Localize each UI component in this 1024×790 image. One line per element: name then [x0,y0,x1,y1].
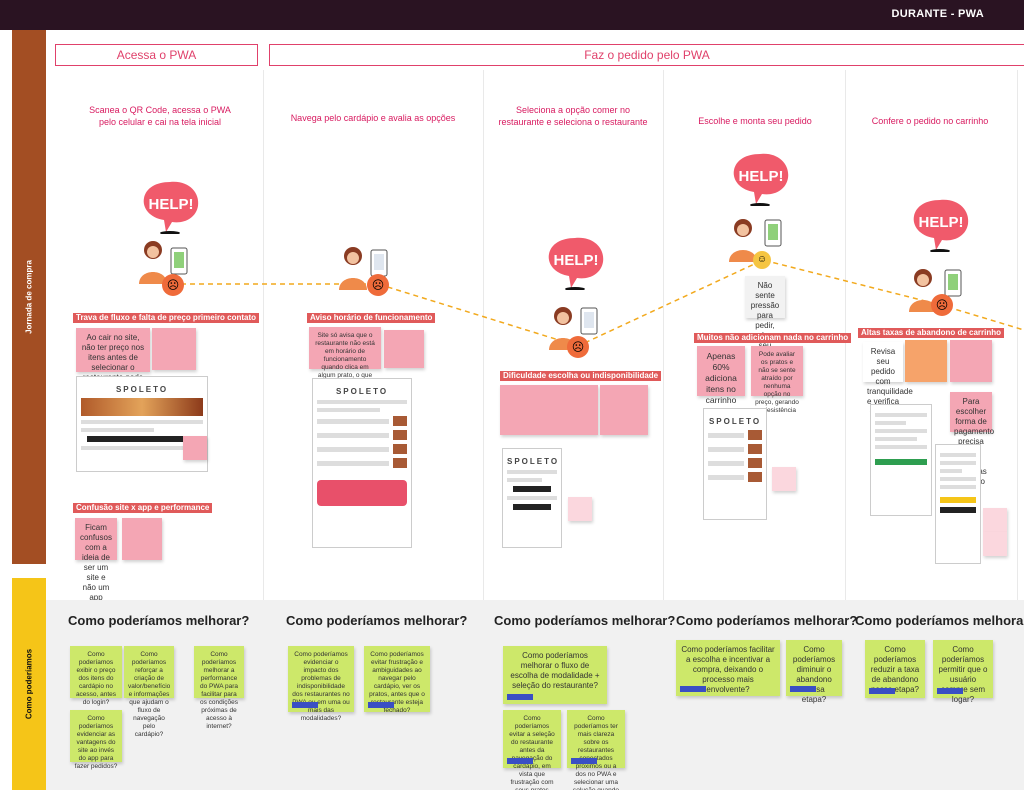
help-bubble-icon: HELP! [143,181,199,234]
column-divider [845,70,846,790]
pain-note-blurred [600,385,648,435]
pain-note-blurred [905,340,947,382]
pain-point-label: Altas taxas de abandono de carrinho [858,328,1005,338]
stage-access: Acessa o PWA [55,44,258,66]
emotion-sad-icon: ☹ [367,274,389,296]
step-title-3: Seleciona a opção comer no restaurante e… [498,105,648,127]
app-logo: SPOLETO [335,387,389,396]
persona-icon [139,241,188,284]
section-title: Como poderíamos melhorar? [68,613,250,628]
pain-point-label: Trava de fluxo e falta de preço primeiro… [73,313,260,323]
positive-note: Revisa seu pedido com tranquilidade e ve… [863,342,913,426]
persona-icon [339,247,388,290]
help-bubble-icon: HELP! [548,237,604,290]
pain-point-label: Muitos não adicionam nada no carrinho [694,333,852,343]
pain-note-blurred [152,328,196,370]
section-title: Como poderíamos melhorar? [855,613,1024,628]
help-text: HELP! [554,252,599,269]
app-logo: SPOLETO [708,417,762,426]
section-title: Como poderíamos melhorar? [676,613,858,628]
emotion-sad-icon: ☹ [162,274,184,296]
hmw-note: Como poderíamos evitar a seleção do rest… [503,710,561,790]
pain-point-label: Aviso horário de funcionamento [307,313,436,323]
persona-icon [729,219,782,262]
pain-note-small [983,508,1007,532]
emotion-sad-icon: ☹ [931,294,953,316]
emotion-neutral-icon: ☺ [753,251,771,269]
pain-point-label: Dificuldade escolha ou indisponibilidade [500,371,662,381]
hmw-note: Como poderíamos ter mais clareza sobre o… [567,710,625,790]
stage-order: Faz o pedido pelo PWA [269,44,1024,66]
column-divider [483,70,484,790]
section-title: Como poderíamos melhorar? [494,613,676,628]
phase-title: DURANTE - PWA [891,8,984,20]
help-text: HELP! [149,196,194,213]
positive-note: Não sente pressão para pedir, pode no se… [745,276,785,360]
pain-note-small [568,497,592,521]
step-title-1: Scanea o QR Code, acessa o PWA pelo celu… [89,105,231,127]
hmw-note: Como poderíamos melhorar a performance d… [194,646,244,730]
hmw-note: Como poderíamos evitar frustração e ambi… [364,646,430,714]
help-text: HELP! [739,168,784,185]
pain-note-blurred [950,340,992,382]
app-logo: SPOLETO [115,385,169,394]
pain-note-small [983,532,1007,556]
app-screenshot: SPOLETO [502,448,562,548]
pain-note-blurred [384,330,424,368]
row-label-improve-text: Como poderíamos [24,648,34,720]
pain-note: Para escolher forma de pagamento precisa… [950,392,994,486]
hmw-note: Como poderíamos melhorar o fluxo de esco… [503,646,607,704]
persona-icon [909,269,962,312]
app-logo: SPOLETO [507,457,560,466]
help-bubble-icon: HELP! [733,153,789,206]
row-label-improve: Como poderíamos [12,578,46,790]
pain-note-blurred [500,385,598,435]
phase-header: DURANTE - PWA [0,0,1024,30]
pain-note: Site só avisa que o restaurante não está… [309,327,381,387]
pain-note-small [183,436,207,460]
hmw-note: Como poderíamos permitir que o usuário c… [933,640,993,704]
pain-note: Ficam confusos com a ideia de ser um sit… [75,518,117,602]
step-title-4: Escolhe e monta seu pedido [698,116,812,126]
hmw-note: Como poderíamos facilitar a escolha e in… [676,640,780,696]
column-divider [663,70,664,790]
pain-note-small [772,467,796,491]
pain-note: Apenas 60% adiciona itens no carrinho [697,346,745,405]
pain-note: Ao cair no site, não ter preço nos itens… [76,328,150,412]
emotion-very-sad-icon: ☹ [567,336,589,358]
hmw-note: Como poderíamos exibir o preço dos itens… [70,646,122,706]
section-title: Como poderíamos melhorar? [286,613,468,628]
help-text: HELP! [919,214,964,231]
pain-note: Pode avaliar os pratos e não se sente at… [751,346,803,414]
hmw-note: Como poderíamos evidenciar o impacto dos… [288,646,354,722]
app-screenshot: SPOLETO [312,378,412,548]
hmw-note: Como poderíamos reduzir a taxa de abando… [865,640,925,698]
app-screenshot: SPOLETO [703,408,767,520]
hmw-note: Como poderíamos reforçar a criação de va… [124,646,174,738]
row-label-journey-text: Jornada de compra [24,260,34,334]
app-screenshot [870,404,932,516]
pain-point-label: Confusão site x app e performance [73,503,213,513]
step-title-5: Confere o pedido no carrinho [871,116,989,126]
row-label-journey: Jornada de compra [12,30,46,564]
help-bubble-icon: HELP! [913,199,969,252]
step-title-2: Navega pelo cardápio e avalia as opções [290,113,456,123]
hmw-note: Como poderíamos evidenciar as vantagens … [70,710,122,770]
column-divider [263,70,264,790]
pain-note-blurred [122,518,162,560]
column-divider [1017,70,1018,790]
app-screenshot [935,444,981,564]
hmw-note: Como poderíamos diminuir o abandono ness… [786,640,842,704]
